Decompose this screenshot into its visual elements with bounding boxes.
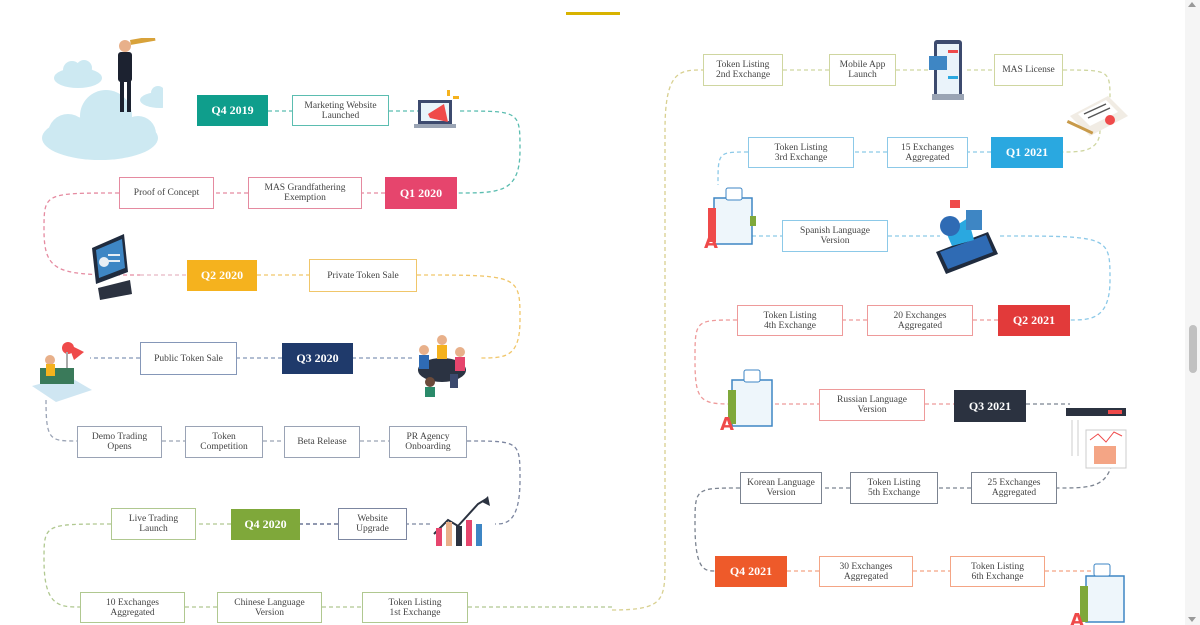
scroll-up-arrow-icon[interactable]: [1188, 2, 1196, 7]
computer-monitor-illustration: [92, 234, 132, 300]
milestone-korean-language: Korean Language Version: [740, 472, 822, 504]
milestone-live-trading: Live Trading Launch: [111, 508, 196, 540]
milestone-mobile-app: Mobile App Launch: [829, 54, 896, 86]
mobile-app-illustration: [929, 40, 964, 100]
scroll-down-arrow-icon[interactable]: [1188, 617, 1196, 622]
milestone-token-listing-5: Token Listing 5th Exchange: [850, 472, 938, 504]
analytics-dashboard-illustration: [1066, 408, 1127, 469]
milestone-public-token-sale: Public Token Sale: [140, 342, 237, 375]
milestone-russian-language: Russian Language Version: [819, 389, 925, 421]
quarter-q4-2019: Q4 2019: [197, 95, 268, 126]
team-meeting-illustration: [418, 335, 466, 397]
milestone-chinese-language: Chinese Language Version: [217, 592, 322, 623]
quarter-q2-2020: Q2 2020: [187, 260, 257, 291]
milestone-30-exchanges: 30 Exchanges Aggregated: [819, 556, 913, 587]
quarter-q3-2020: Q3 2020: [282, 343, 353, 374]
milestone-demo-trading: Demo Trading Opens: [77, 426, 162, 458]
milestone-token-competition: Token Competition: [185, 426, 263, 458]
milestone-token-listing-6: Token Listing 6th Exchange: [950, 556, 1045, 587]
quarter-q1-2021: Q1 2021: [991, 137, 1063, 168]
quarter-q4-2021: Q4 2021: [715, 556, 787, 587]
top-accent-bar: [566, 12, 620, 15]
scrollbar-thumb[interactable]: [1189, 325, 1197, 373]
milestone-token-listing-2: Token Listing 2nd Exchange: [703, 54, 783, 86]
quarter-q4-2020: Q4 2020: [231, 509, 300, 540]
milestone-beta-release: Beta Release: [284, 426, 360, 458]
milestone-spanish-language: Spanish Language Version: [782, 220, 888, 252]
milestone-token-listing-1: Token Listing 1st Exchange: [362, 592, 468, 623]
milestone-token-listing-4: Token Listing 4th Exchange: [737, 305, 843, 336]
milestone-20-exchanges: 20 Exchanges Aggregated: [867, 305, 973, 336]
milestone-pr-agency: PR Agency Onboarding: [389, 426, 467, 458]
svg-text:A: A: [1070, 610, 1084, 625]
megaphone-laptop-illustration: [414, 90, 459, 128]
milestone-mas-license: MAS License: [994, 54, 1063, 86]
telescope-man-cloud-illustration: [42, 38, 163, 160]
milestone-marketing-website: Marketing Website Launched: [292, 95, 389, 126]
vertical-scrollbar[interactable]: [1185, 0, 1200, 625]
license-document-illustration: [1066, 96, 1128, 136]
svg-text:A: A: [704, 232, 718, 253]
quarter-q2-2021: Q2 2021: [998, 305, 1070, 336]
milestone-proof-of-concept: Proof of Concept: [119, 177, 214, 209]
milestone-15-exchanges: 15 Exchanges Aggregated: [887, 137, 968, 168]
milestone-private-token-sale: Private Token Sale: [309, 259, 417, 292]
svg-text:A: A: [720, 414, 734, 434]
phone-megaphone-illustration: [936, 200, 998, 274]
quarter-q3-2021: Q3 2021: [954, 390, 1026, 422]
milestone-25-exchanges: 25 Exchanges Aggregated: [971, 472, 1057, 504]
translation-doc-illustration: A: [720, 369, 773, 434]
milestone-website-upgrade: Website Upgrade: [338, 508, 407, 540]
milestone-mas-grandfathering: MAS Grandfathering Exemption: [248, 177, 362, 209]
translation-bubble-illustration: A: [1070, 563, 1125, 625]
milestone-10-exchanges: 10 Exchanges Aggregated: [80, 592, 185, 623]
hands-growth-chart-illustration: [433, 496, 490, 546]
quarter-q1-2020: Q1 2020: [385, 177, 457, 209]
translation-chat-illustration: A: [704, 187, 756, 253]
person-on-sofa-illustration: [32, 342, 92, 402]
milestone-token-listing-3: Token Listing 3rd Exchange: [748, 137, 854, 168]
